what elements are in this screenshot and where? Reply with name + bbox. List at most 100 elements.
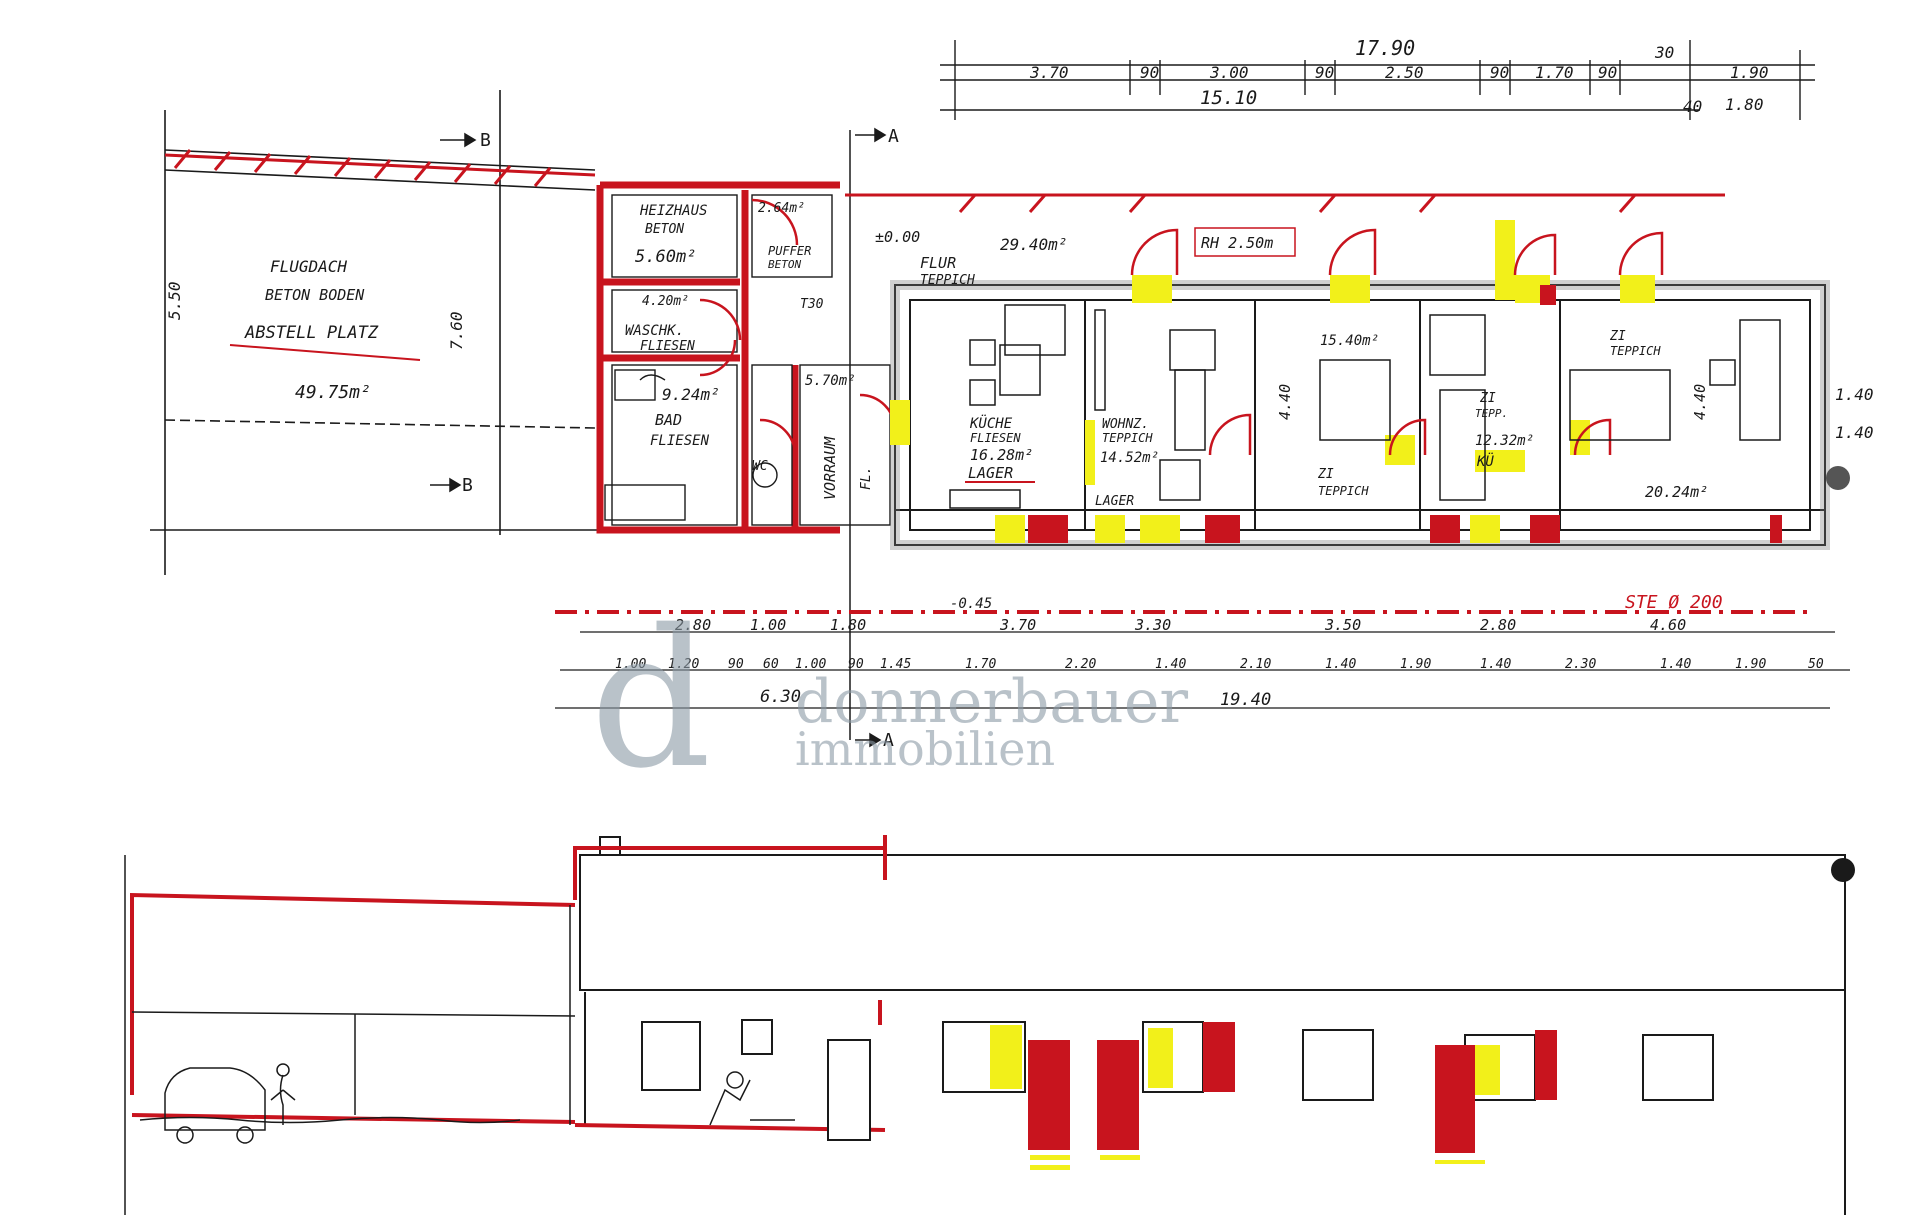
top-dimension-chain [940,40,1815,120]
elevation-house [579,836,1846,1215]
abstell-label: ABSTELL PLATZ [244,323,379,343]
b2-11: 2.10 [1240,657,1271,672]
b2-14: 1.40 [1480,657,1511,672]
zi1-label: ZI [1317,467,1334,482]
wohnz-floor: TEPPICH [1102,431,1153,445]
elevation-carport-lines [124,855,576,1215]
t30-label: T30 [800,297,824,312]
raumhoehe-box [1194,227,1296,257]
measure-045: -0.45 [950,596,992,612]
section-b-bottom: B [462,475,473,496]
b2-17: 1.90 [1735,657,1766,672]
elevation-yellow [990,1025,1500,1170]
b2-6: 90 [848,657,864,672]
b2-1: 1.00 [615,657,646,672]
bad-area: 9.24m² [662,385,720,404]
house-roof-hatch [845,193,1725,213]
top-seg-7: 1.70 [1535,63,1574,82]
section-a-top: A [888,126,899,147]
wohnz-label: WOHNZ. [1102,417,1149,432]
b2-7: 1.45 [880,657,911,672]
b2-15: 2.30 [1565,657,1596,672]
b1-2: 1.00 [750,616,786,634]
puffer-area: 2.64m² [758,201,805,216]
kueche-label: KÜCHE [969,414,1013,432]
kueche-area: 16.28m² [970,446,1033,464]
carport-depth: 5.50 [165,281,184,320]
service-wing-inner [604,194,891,526]
top-seg-3: 3.00 [1209,63,1249,82]
b2-8: 1.70 [965,657,996,672]
flugdach-label: FLUGDACH [270,257,347,276]
wc-label: WC [752,459,768,474]
top-seg-6: 90 [1490,63,1509,82]
top-seg-2: 90 [1140,63,1159,82]
top-seg-4: 90 [1315,63,1334,82]
waschk-floor: FLIESEN [640,339,695,354]
bottom-total-2: 19.40 [1220,690,1271,710]
section-b-top: B [480,130,491,151]
right-dim-1: 1.40 [1835,385,1874,404]
zi2-label: ZI [1479,391,1496,406]
zi1-area: 15.40m² [1320,333,1379,349]
b2-2: 1.20 [668,657,699,672]
vorraum-label: VORRAUM [821,436,839,500]
b2-5: 1.00 [795,657,826,672]
hole-punch [1826,466,1850,490]
top-seg-9: 1.90 [1730,63,1769,82]
furniture-sketches [949,304,1781,509]
abstell-area: 49.75m² [295,382,371,403]
b1-4: 3.70 [999,616,1036,634]
house-depth-1: 4.40 [1276,384,1294,420]
bottom-row2-labels: 1.00 1.20 90 60 1.00 90 1.45 1.70 2.20 1… [615,657,1824,672]
heizhaus-area: 5.60m² [635,247,696,267]
waschk-label: WASCHK. [625,323,684,339]
kueche-note: LAGER [968,464,1013,482]
top-total-label: 17.90 [1355,36,1415,60]
b2-3: 90 [728,657,744,672]
bad-label: BAD [655,411,682,429]
b2-12: 1.40 [1325,657,1356,672]
b2-10: 1.40 [1155,657,1186,672]
zi3-label: ZI [1609,329,1626,344]
elevation-ground-figure [139,1071,795,1126]
elevation-punch [1831,858,1855,882]
service-wing-walls [596,181,840,534]
carport-outline [150,90,600,575]
b2-13: 1.90 [1400,657,1431,672]
carport-width: 7.60 [447,311,466,350]
top-seg-8: 90 [1598,63,1617,82]
carport-roof-hatch [164,149,596,187]
section-a-bottom: A [883,730,894,751]
bad-floor: FLIESEN [650,433,710,449]
fl-label: FL. [859,467,874,490]
wohnz-note: LAGER [1095,494,1134,509]
zi1-floor: TEPPICH [1318,484,1369,498]
watermark-mark: d [590,589,712,810]
ste-label: STE Ø 200 [1625,592,1723,613]
flur-area: 29.40m² [1000,235,1067,254]
bottom-row1-labels: 2.80 1.00 1.80 3.70 3.30 3.50 2.80 4.60 [675,616,1686,634]
top-right-a: 30 [1654,43,1674,62]
bottom-total-1: 6.30 [760,687,801,707]
b2-4: 60 [763,657,779,672]
top-seg-5: 2.50 [1385,63,1424,82]
right-dim-2: 1.40 [1835,423,1874,442]
house-door-swings [1130,228,1664,456]
top-segment-labels: 3.70 90 3.00 90 2.50 90 1.70 90 1.90 30 … [1029,43,1769,116]
flur-label: FLUR [920,254,956,272]
flur-floor: TEPPICH [920,273,975,288]
kueche-floor: FLIESEN [970,431,1021,445]
b1-8: 4.60 [1650,616,1686,634]
car-sketch [164,1063,296,1144]
heizhaus-floor: BETON [645,222,684,237]
top-seg-1: 3.70 [1029,63,1069,82]
elevation-carport [130,892,576,1124]
zi3-floor: TEPPICH [1610,344,1661,358]
puffer-label: PUFFER [768,244,811,258]
puffer-floor: BETON [768,258,801,271]
top-right-c: 1.80 [1725,95,1764,114]
zi2-area: 12.32m² [1475,433,1534,449]
section-markers [430,127,887,748]
